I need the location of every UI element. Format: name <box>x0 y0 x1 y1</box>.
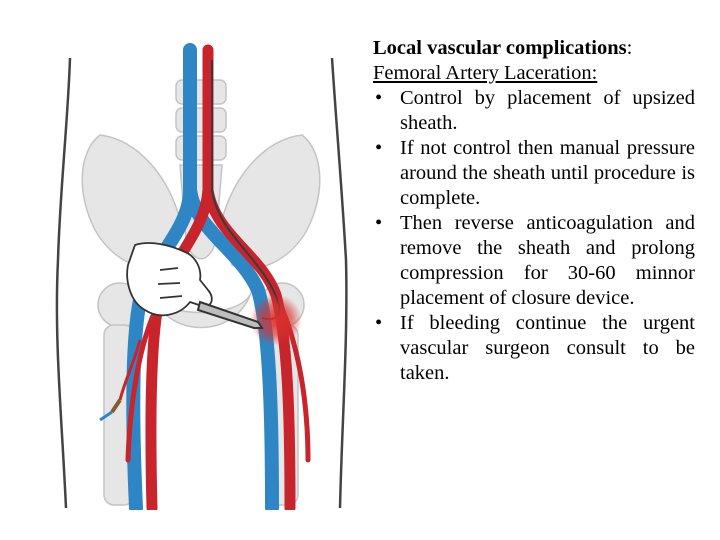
bullet-list: Control by placement of upsized sheath. … <box>373 86 695 386</box>
bullet-item: If not control then manual pressure arou… <box>373 136 695 211</box>
scalpel-icon <box>196 300 264 329</box>
subheading: Femoral Artery Laceration: <box>373 62 598 84</box>
femoral-anatomy-illustration <box>55 43 348 510</box>
body-outline <box>55 57 348 509</box>
bullet-item: Then reverse anticoagulation and remove … <box>373 211 695 311</box>
heading-suffix: : <box>626 37 633 59</box>
text-block: Local vascular complications: Femoral Ar… <box>373 36 695 386</box>
bullet-item: Control by placement of upsized sheath. <box>373 86 695 136</box>
hand-icon <box>126 242 213 317</box>
iv-line <box>99 339 142 422</box>
bleeding-site <box>250 294 302 346</box>
heading: Local vascular complications: <box>373 36 695 61</box>
bullet-item: If bleeding continue the urgent vascular… <box>373 311 695 386</box>
heading-bold: Local vascular complications <box>373 37 627 59</box>
